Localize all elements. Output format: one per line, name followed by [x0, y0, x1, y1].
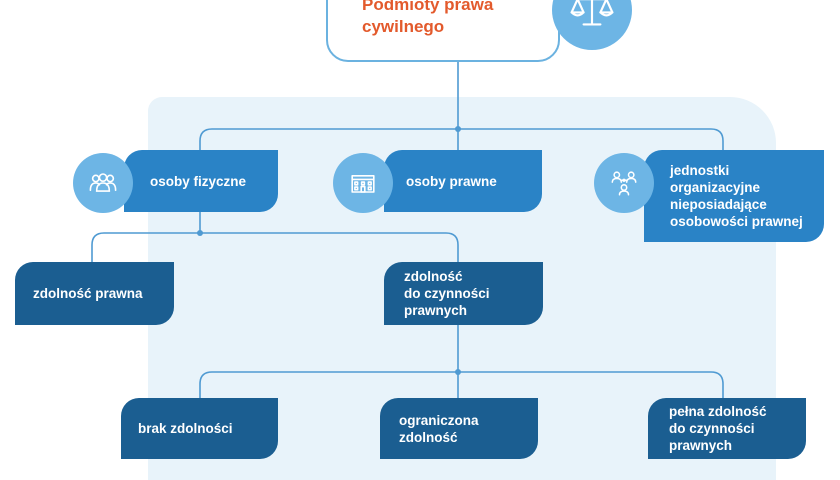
node-natural-persons-label: osoby fizyczne: [150, 173, 247, 189]
people-group-icon: [73, 153, 133, 213]
building-icon: [333, 153, 393, 213]
node-limited-capacity: ograniczona zdolność: [380, 398, 538, 459]
node-limited-capacity-label: ograniczona zdolność: [399, 412, 479, 445]
node-capacity-for-acts: zdolność do czynności prawnych: [384, 262, 543, 325]
node-full-capacity: pełna zdolność do czynności prawnych: [648, 398, 806, 459]
node-legal-capacity: zdolność prawna: [15, 262, 174, 325]
org-network-icon: [594, 153, 654, 213]
node-no-capacity-label: brak zdolności: [138, 421, 233, 436]
node-full-capacity-label: pełna zdolność do czynności prawnych: [669, 404, 767, 453]
node-org-units: jednostki organizacyjne nieposiadające o…: [644, 150, 824, 242]
node-org-units-label: jednostki organizacyjne nieposiadające o…: [670, 163, 803, 229]
node-capacity-for-acts-label: zdolność do czynności prawnych: [404, 269, 490, 318]
node-legal-persons-label: osoby prawne: [406, 173, 497, 189]
node-legal-persons: osoby prawne: [384, 150, 542, 212]
root-node-box: [326, 0, 560, 62]
node-no-capacity: brak zdolności: [121, 398, 278, 459]
root-title: Podmioty prawa cywilnego: [362, 0, 494, 36]
node-natural-persons: osoby fizyczne: [124, 150, 278, 212]
node-legal-capacity-label: zdolność prawna: [33, 286, 143, 301]
